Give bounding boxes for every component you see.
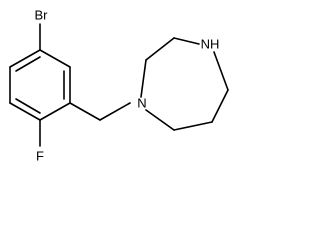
bond-ring-c4-c5 [9,102,41,121]
bond-ch2-n1 [99,102,131,121]
bond-c-upper-c-top [145,37,175,61]
bond-c3-ch2 [69,102,101,121]
atom-label-n1: N [137,96,146,111]
atom-label-nh: NH [201,37,220,52]
atom-label-br: Br [35,8,49,23]
molecule-structure: Br F N NH [9,8,229,164]
bond-c-right-c-lower [211,89,229,123]
bond-lines [9,23,229,147]
bond-ring-c1-c2 [39,49,71,68]
bond-nh-c-right [213,51,229,91]
bond-ring-c6-c1 [9,49,41,68]
bond-ring-c3-c4 [39,102,71,121]
bond-c-lower-c-bottom [173,121,213,131]
bond-n1-c-upper [140,59,147,98]
bond-double-c6-c1 [15,56,41,72]
bond-double-c4-c5 [15,98,41,114]
bond-c-bottom-n1 [145,109,175,131]
atom-label-f: F [36,149,44,164]
atom-labels: Br F N NH [35,8,220,164]
bond-c-top-nh [173,37,200,45]
